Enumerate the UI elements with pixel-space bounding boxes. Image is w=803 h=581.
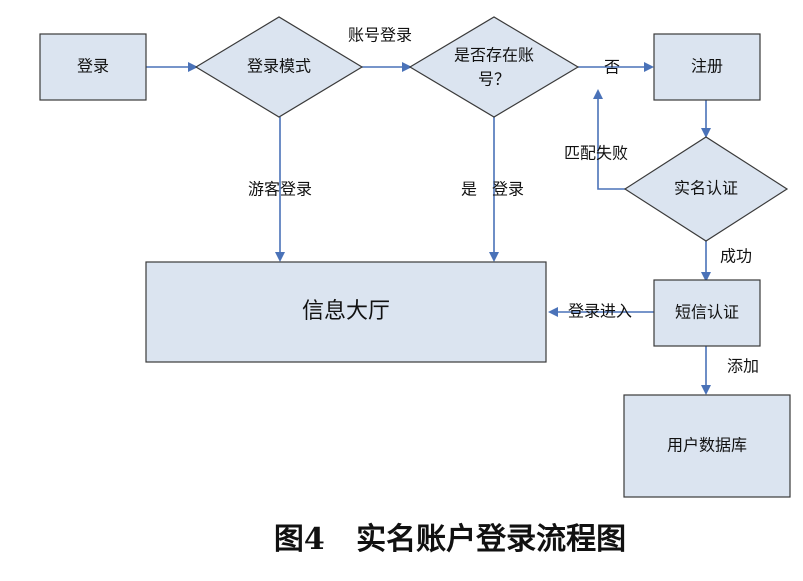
edge-label-yes: 是 (461, 180, 477, 199)
edge-realname-match-failed (593, 89, 625, 190)
label-login-mode: 登录模式 (247, 57, 311, 76)
node-info-hall (145, 261, 547, 363)
label-login: 登录 (77, 57, 109, 76)
node-realname-auth (623, 136, 789, 242)
label-register: 注册 (691, 57, 723, 76)
label-realname-auth: 实名认证 (674, 179, 738, 198)
node-register (653, 33, 761, 101)
edge-label-guest-login: 游客登录 (248, 180, 312, 199)
edge-label-account-login: 账号登录 (348, 26, 412, 45)
edge-label-add: 添加 (727, 357, 759, 376)
edge-label-no: 否 (604, 58, 620, 77)
node-sms-auth (653, 279, 761, 347)
edge-label-success: 成功 (720, 247, 752, 266)
figure-caption: 图4 实名账户登录流程图 (274, 522, 626, 557)
label-user-db: 用户数据库 (667, 436, 747, 455)
label-account-exists-line2: 号？ (478, 70, 510, 89)
label-account-exists-line1: 是否存在账 (454, 46, 534, 65)
edge-label-match-failed: 匹配失败 (564, 144, 628, 163)
node-login-mode (194, 16, 364, 118)
node-user-db (623, 394, 791, 498)
label-sms-auth: 短信认证 (675, 303, 739, 322)
edge-label-login-enter: 登录进入 (568, 302, 632, 321)
node-login (39, 33, 147, 101)
node-account-exists (408, 16, 580, 118)
edge-label-login: 登录 (492, 180, 524, 199)
label-info-hall: 信息大厅 (302, 299, 390, 324)
